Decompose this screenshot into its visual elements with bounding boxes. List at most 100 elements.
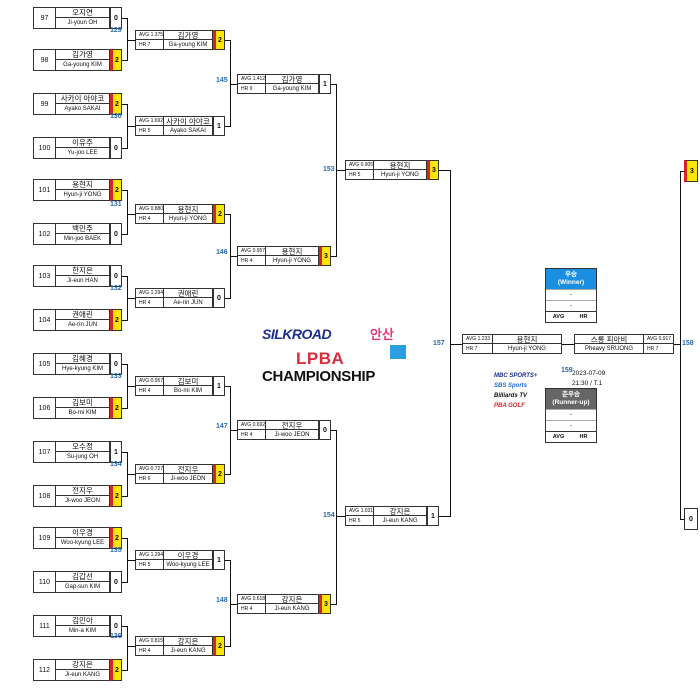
sponsor-pba-golf: PBA GOLF [494,403,525,409]
player-name-en: Ga-young KIM [272,85,312,92]
score-cell: 2 [110,309,122,331]
bracket-line [680,171,681,520]
seed-number: 99 [34,94,56,114]
bracket-line [122,104,128,105]
player-name-ko: 강지은 [56,660,109,670]
winner-title: 우승 [565,271,577,278]
score-cell: 1 [213,550,225,570]
player-name-en: Ji-woo JEON [64,498,100,504]
player-name-en: Ji-youn OH [67,20,98,26]
bracket-line [122,320,128,321]
runnerup-box: 준우승 (Runner-up) - - AVG HR [545,388,597,443]
winner-name-ko: - [546,289,596,300]
seed-number: 103 [34,266,56,286]
player-name-en: Min-joo BAEK [63,236,102,242]
sponsor-sbs: SBS Sports [494,383,528,389]
hr-stat: HR 6 [136,474,164,483]
player-name-en: Ji-eun KANG [382,517,418,524]
match-number: 153 [323,166,335,173]
winner-stats: AVG HR [546,311,596,322]
player-name-en: Bo-mi KIM [173,387,202,394]
bracket-line [230,604,238,605]
seed-number: 104 [34,310,56,330]
winner-box: 우승 (Winner) - - AVG HR [545,268,597,323]
championship-title: CHAMPIONSHIP [262,368,376,385]
match-number: 132 [110,285,122,292]
winner-header: 우승 (Winner) [546,269,596,289]
bracket-line [225,40,231,41]
player-name-en: Ayako SAKAI [170,127,206,134]
bracket-line [127,474,136,475]
bracket-line [230,256,238,257]
bracket-line [439,516,451,517]
player-name-ko: 오지연 [56,8,109,18]
winner-hr: HR [579,314,588,320]
player-name-ko: 전지우 [266,421,318,430]
score-cell: 2 [110,485,122,507]
player-name-en: Min-a KIM [68,628,97,634]
hr-stat: HR 4 [136,646,164,655]
player-name-ko: 권애린 [56,310,109,320]
avg-stat: AVG 0.917 [643,335,673,344]
player-name-ko: 스롱 피아비 [575,335,643,344]
score-cell: 1 [213,116,225,136]
match-number: 134 [110,461,122,468]
bracket-line [122,364,128,365]
bracket-line [336,516,346,517]
final-match-number: 159 [561,367,573,374]
player-name-en: Hyun-ji YONG [273,257,311,264]
bracket-line [122,626,128,627]
player-name-ko: 용현지 [374,161,426,170]
match-number: 148 [216,597,228,604]
bracket-line [127,190,128,235]
seed-number: 102 [34,224,56,244]
bracket-line [450,170,451,517]
bracket-line [127,298,136,299]
player-name-ko: 사카이 아야코 [56,94,109,104]
player-name-ko: 용현지 [56,180,109,190]
bracket-line [331,430,337,431]
match-number: 133 [110,373,122,380]
score-cell: 1 [427,506,439,526]
player-name-en: Ga-young KIM [168,41,208,48]
bracket-line [680,171,685,172]
avg-stat: AVG 0.957 [136,377,164,386]
player-name-ko: 김갑선 [56,572,109,582]
bracket-line [331,256,337,257]
bracket-line [122,148,128,149]
player-name-en: Ji-eun KANG [64,672,100,678]
score-cell: 3 [427,160,439,180]
bracket-line [122,452,128,453]
bracket-line [439,170,451,171]
player-name-en: Pheavy SRUONG [584,345,633,352]
hr-stat: HR 5 [136,126,164,135]
avg-stat: AVG 1.294 [136,289,164,298]
blue-square-decoration [390,345,406,359]
player-name-ko: 김보미 [56,398,109,408]
runnerup-name-ko: - [546,409,596,420]
bracket-line [331,84,337,85]
bracket-line [230,430,238,431]
match-number: 135 [110,547,122,554]
score-cell: 0 [110,223,122,245]
hr-stat: HR 5 [136,560,164,569]
player-name-en: Gap-sun KIM [64,584,101,590]
match-number: 158 [682,340,694,347]
bracket-line [230,40,231,127]
bracket-line [127,386,136,387]
match-number: 129 [110,27,122,34]
